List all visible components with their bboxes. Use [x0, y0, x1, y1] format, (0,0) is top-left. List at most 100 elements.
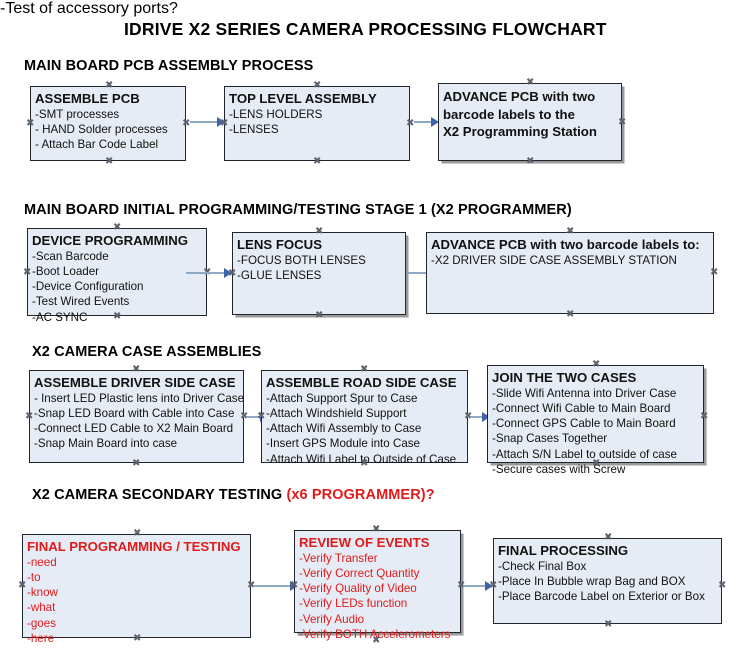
list-item: -Verify Audio: [299, 612, 365, 626]
list-item: -Attach Support Spur to Case: [266, 391, 418, 405]
node-body: TOP LEVEL ASSEMBLY -LENS HOLDERS -LENSES: [225, 87, 409, 137]
node-assemble-pcb[interactable]: ASSEMBLE PCB -SMT processes - HAND Solde…: [30, 86, 186, 161]
list-item: -Attach Wifi Label to Outside of Case: [266, 452, 457, 466]
node-item-list: -FOCUS BOTH LENSES -GLUE LENSES: [237, 253, 401, 284]
list-item: -Place Barcode Label on Exterior or Box: [498, 590, 705, 604]
node-advance-pcb-driver-side[interactable]: ADVANCE PCB with two barcode labels to: …: [426, 232, 714, 314]
list-item: -Attach Windshield Support: [266, 406, 407, 420]
list-item: -Slide Wifi Antenna into Driver Case: [492, 386, 677, 400]
node-body: ASSEMBLE ROAD SIDE CASE -Attach Support …: [262, 371, 467, 467]
list-item: -to: [27, 570, 41, 584]
node-item-list: -need -to -know -what -goes -here: [27, 555, 246, 647]
list-item: -Secure cases with Screw: [492, 463, 626, 477]
list-item: -Snap Main Board into case: [34, 437, 178, 451]
node-item-list: -Slide Wifi Antenna into Driver Case -Co…: [492, 386, 699, 478]
node-body: ASSEMBLE DRIVER SIDE CASE - Insert LED P…: [30, 371, 245, 452]
node-top-level-assembly[interactable]: TOP LEVEL ASSEMBLY -LENS HOLDERS -LENSES: [224, 86, 410, 161]
node-join-the-two-cases[interactable]: JOIN THE TWO CASES -Slide Wifi Antenna i…: [487, 365, 704, 476]
node-title: JOIN THE TWO CASES: [492, 370, 637, 385]
node-final-processing[interactable]: FINAL PROCESSING -Check Final Box -Place…: [493, 538, 722, 624]
arrowhead-icon: [224, 268, 232, 278]
node-item-list: -Check Final Box -Place In Bubble wrap B…: [498, 559, 717, 605]
list-item: -Test Wired Events: [32, 295, 130, 309]
section-heading-accent: (x6 PROGRAMMER)?: [286, 487, 435, 503]
node-title: ADVANCE PCB with two barcode labels to:: [431, 237, 700, 252]
node-body: REVIEW OF EVENTS -Verify Transfer -Verif…: [295, 531, 460, 642]
node-item-list: -Verify Transfer -Verify Correct Quantit…: [299, 551, 456, 643]
node-advance-pcb-programming-station[interactable]: ADVANCE PCB with two barcode labels to t…: [438, 83, 622, 161]
node-line: barcode labels to the: [443, 106, 575, 122]
node-title: ASSEMBLE ROAD SIDE CASE: [266, 375, 457, 390]
node-item-list: -LENS HOLDERS -LENSES: [229, 107, 405, 138]
connector-arrow: [470, 412, 490, 422]
connector-arrow: [190, 117, 225, 127]
node-line: X2 Programming Station: [443, 124, 597, 140]
node-body: ASSEMBLE PCB -SMT processes - HAND Solde…: [31, 87, 185, 152]
list-item: -know: [27, 586, 58, 600]
section-heading-secondary-testing: X2 CAMERA SECONDARY TESTING (x6 PROGRAMM…: [32, 487, 435, 503]
node-body: FINAL PROGRAMMING / TESTING -need -to -k…: [23, 535, 250, 646]
node-title: ASSEMBLE DRIVER SIDE CASE: [34, 375, 236, 390]
connector-arrow: [463, 581, 493, 591]
list-item: -Scan Barcode: [32, 249, 109, 263]
list-item: -Connect LED Cable to X2 Main Board: [34, 422, 234, 436]
connector-arrow: [186, 268, 232, 278]
list-item: -Verify Transfer: [299, 551, 378, 565]
node-item-list: -Attach Support Spur to Case -Attach Win…: [266, 391, 463, 467]
node-title: FINAL PROCESSING: [498, 543, 629, 558]
node-lens-focus[interactable]: LENS FOCUS -FOCUS BOTH LENSES -GLUE LENS…: [232, 232, 406, 315]
list-item: -SMT processes: [35, 107, 120, 121]
list-item: -Connect GPS Cable to Main Board: [492, 417, 676, 431]
node-body: ADVANCE PCB with two barcode labels to: …: [427, 233, 713, 268]
node-body: LENS FOCUS -FOCUS BOTH LENSES -GLUE LENS…: [233, 233, 405, 283]
node-title: FINAL PROGRAMMING / TESTING: [27, 539, 241, 554]
node-assemble-driver-side-case[interactable]: ASSEMBLE DRIVER SIDE CASE - Insert LED P…: [29, 370, 244, 463]
list-item: -Snap LED Board with Cable into Case: [34, 406, 235, 420]
arrowhead-icon: [485, 581, 493, 591]
list-item: -Connect Wifi Cable to Main Board: [492, 401, 671, 415]
node-title: ASSEMBLE PCB: [35, 91, 140, 106]
list-item: -goes: [27, 616, 57, 630]
list-item: -Check Final Box: [498, 559, 587, 573]
section-heading-pcb-assembly: MAIN BOARD PCB ASSEMBLY PROCESS: [24, 58, 314, 74]
list-item: -what: [27, 601, 56, 615]
node-body: ADVANCE PCB with two barcode labels to t…: [439, 84, 621, 141]
node-body: JOIN THE TWO CASES -Slide Wifi Antenna i…: [488, 366, 703, 477]
node-title: DEVICE PROGRAMMING: [32, 233, 189, 248]
node-review-of-events[interactable]: REVIEW OF EVENTS -Verify Transfer -Verif…: [294, 530, 461, 641]
list-item: -LENS HOLDERS: [229, 107, 323, 121]
list-item: - Attach Bar Code Label: [35, 138, 159, 152]
node-line: ADVANCE PCB with two: [443, 89, 596, 104]
list-item: -Verify BOTH Accelerometers: [299, 628, 451, 642]
list-item: -GLUE LENSES: [237, 268, 322, 282]
node-body: DEVICE PROGRAMMING -Scan Barcode -Boot L…: [28, 229, 206, 325]
list-item: -Attach S/N Label to outside of case: [492, 447, 677, 461]
connector-arrow: [414, 117, 439, 127]
section-heading-initial-programming: MAIN BOARD INITIAL PROGRAMMING/TESTING S…: [24, 202, 572, 218]
list-item: -here: [27, 632, 55, 646]
node-title: LENS FOCUS: [237, 237, 322, 252]
node-item-list: - Insert LED Plastic lens into Driver Ca…: [34, 391, 245, 452]
node-title: TOP LEVEL ASSEMBLY: [229, 91, 377, 106]
list-item: -LENSES: [229, 122, 279, 136]
node-item-list: -SMT processes - HAND Solder processes -…: [35, 107, 181, 153]
section-heading-text: X2 CAMERA SECONDARY TESTING: [32, 487, 287, 503]
page-title: IDRIVE X2 SERIES CAMERA PROCESSING FLOWC…: [124, 19, 607, 39]
arrowhead-icon: [482, 412, 490, 422]
section-heading-case-assemblies: X2 CAMERA CASE ASSEMBLIES: [32, 344, 262, 360]
node-assemble-road-side-case[interactable]: ASSEMBLE ROAD SIDE CASE -Attach Support …: [261, 370, 468, 466]
node-item-list: -X2 DRIVER SIDE CASE ASSEMBLY STATION: [431, 253, 709, 268]
list-item: -Verify Quality of Video: [299, 582, 417, 596]
list-item: -Verify LEDs function: [299, 597, 408, 611]
node-device-programming[interactable]: DEVICE PROGRAMMING -Scan Barcode -Boot L…: [27, 228, 207, 324]
arrowhead-icon: [217, 117, 225, 127]
arrowhead-icon: [431, 117, 439, 127]
node-final-programming-testing[interactable]: FINAL PROGRAMMING / TESTING -need -to -k…: [22, 534, 251, 645]
list-item: -Attach Wifi Assembly to Case: [266, 422, 422, 436]
list-item: -Place In Bubble wrap Bag and BOX: [498, 574, 686, 588]
list-item: -AC SYNC: [32, 310, 88, 324]
list-item: - Insert LED Plastic lens into Driver Ca…: [34, 391, 245, 405]
node-body: FINAL PROCESSING -Check Final Box -Place…: [494, 539, 721, 604]
list-item: -Snap Cases Together: [492, 432, 608, 446]
